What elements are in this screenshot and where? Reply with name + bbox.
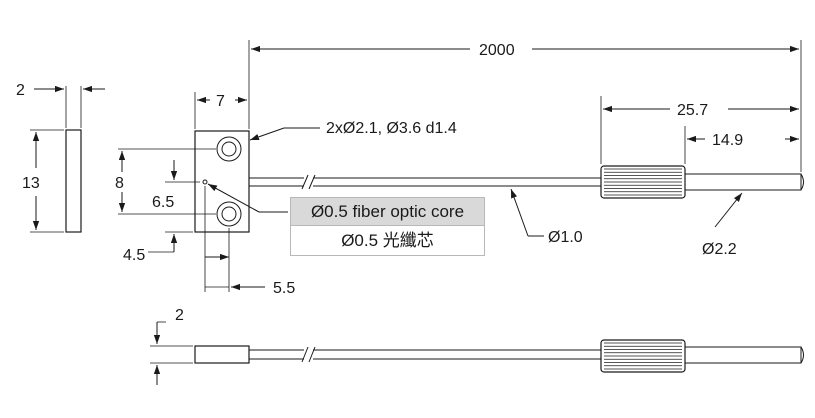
holes-spec-label: 2xØ2.1, Ø3.6 d1.4 (326, 120, 457, 137)
fiber-diameter-label: Ø1.0 (548, 229, 583, 246)
sleeve-end-label: 14.9 (712, 132, 743, 149)
bottom-offset-label: 4.5 (123, 247, 145, 264)
fiber-tip-bottom (684, 346, 802, 364)
fiber-cable-top: 2000 25.7 14.9 Ø1.0 Ø2.2 (249, 40, 804, 258)
bottom-view: 2 (150, 307, 804, 385)
sleeve-length-label: 25.7 (677, 102, 708, 119)
core-offset-label: 6.5 (152, 194, 174, 211)
side-plate (65, 129, 82, 233)
side-thickness-label: 2 (16, 82, 25, 99)
hole-spacing-label: 8 (115, 175, 124, 192)
side-view: 2 13 (16, 82, 105, 233)
front-view: 7 8 6.5 4.5 5.5 2xØ2.1, Ø3.6 d1.4 (115, 40, 457, 297)
fiber-core-callout: Ø0.5 fiber optic core Ø0.5 光纖芯 (290, 197, 485, 256)
side-height-label: 13 (22, 175, 40, 192)
mount-hole-top (216, 136, 242, 162)
sleeve-diameter-label: Ø2.2 (702, 241, 737, 258)
block-bottom (194, 345, 250, 364)
callout-line-en: Ø0.5 fiber optic core (290, 197, 485, 226)
total-length-label: 2000 (479, 42, 515, 59)
fiber-core-dot (202, 179, 208, 185)
callout-line-zh: Ø0.5 光纖芯 (290, 226, 485, 256)
mount-hole-bottom (216, 201, 242, 227)
block-width-label: 7 (216, 93, 225, 110)
hole-x-label: 5.5 (273, 280, 295, 297)
fiber-tip-top (684, 173, 802, 191)
bottom-thickness-label: 2 (175, 307, 184, 324)
